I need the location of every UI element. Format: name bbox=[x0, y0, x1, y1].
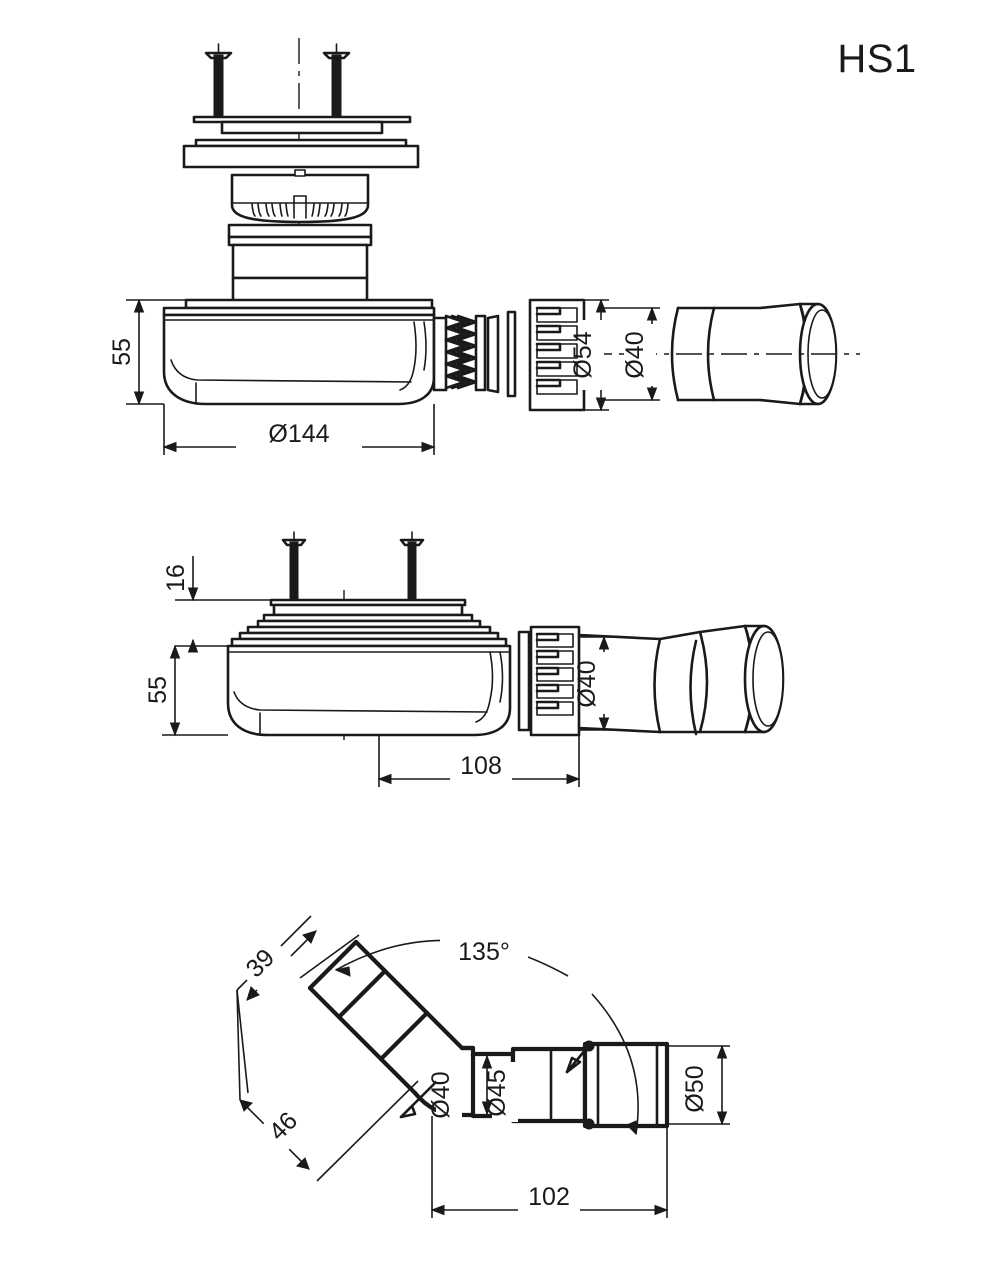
view-exploded-assembly: 55 Ø144 Ø54 bbox=[108, 38, 860, 455]
riser-cylinder bbox=[227, 223, 373, 314]
sealing-washer bbox=[486, 310, 517, 398]
ribbed-collar-nut-view2 bbox=[517, 625, 581, 737]
threaded-spigot bbox=[432, 314, 487, 392]
dimension-collar-diameter-54: Ø54 bbox=[569, 298, 609, 412]
dimension-length-108: 108 bbox=[377, 735, 581, 787]
trap-body bbox=[162, 298, 436, 406]
dimension-body-height-55: 55 bbox=[108, 298, 186, 406]
outlet-pipe-view2 bbox=[577, 624, 785, 736]
dimension-label-16: 16 bbox=[162, 564, 190, 592]
dimension-label-45: Ø45 bbox=[483, 1069, 511, 1116]
dimension-label-40-view2: Ø40 bbox=[573, 660, 601, 707]
dimension-label-50: Ø50 bbox=[681, 1065, 709, 1112]
dimension-label-55-view2: 55 bbox=[144, 676, 172, 704]
leader-lines bbox=[399, 1047, 588, 1119]
dimension-outlet-diameter-40: Ø40 bbox=[601, 306, 660, 402]
dimension-pipe-diameter-50: Ø50 bbox=[667, 1044, 730, 1126]
trap-body-view2 bbox=[226, 644, 512, 737]
dimension-inlet-39: 39 bbox=[233, 915, 360, 1001]
dimension-inlet-46: 46 bbox=[236, 989, 419, 1182]
dimension-overall-length-102: 102 bbox=[430, 1116, 669, 1218]
dimension-label-55: 55 bbox=[108, 338, 136, 366]
dimension-label-54: Ø54 bbox=[569, 331, 597, 378]
outlet-pipe bbox=[586, 302, 860, 406]
cover-plate-stack-view2 bbox=[230, 598, 508, 648]
dimension-pipe-diameter-45: Ø45 bbox=[483, 1062, 518, 1122]
dimension-label-135deg: 135° bbox=[458, 938, 510, 966]
drawing-title: HS1 bbox=[837, 37, 916, 81]
dimension-flange-diameter-144: Ø144 bbox=[162, 404, 436, 455]
view-elbow-adapter: 135° 39 46 Ø40 bbox=[233, 915, 730, 1218]
view-assembled-section: 16 55 108 Ø40 bbox=[144, 531, 785, 787]
dimension-label-40-view1: Ø40 bbox=[621, 331, 649, 378]
dimension-label-144: Ø144 bbox=[268, 420, 329, 448]
dimension-outlet-diameter-40-view2: Ø40 bbox=[573, 635, 612, 732]
dimension-pipe-diameter-40: Ø40 bbox=[427, 1054, 493, 1124]
dimension-label-102: 102 bbox=[528, 1183, 570, 1211]
strainer-basket bbox=[230, 169, 370, 224]
cover-plate bbox=[192, 115, 412, 135]
angle-arc-135: 135° bbox=[334, 936, 639, 1136]
dimension-label-40-view3: Ø40 bbox=[427, 1071, 455, 1118]
flange-ring bbox=[182, 144, 420, 169]
dimension-label-108: 108 bbox=[460, 752, 502, 780]
dimension-body-height-55-view2: 55 bbox=[144, 644, 228, 737]
dimension-cover-height-16: 16 bbox=[162, 556, 271, 653]
